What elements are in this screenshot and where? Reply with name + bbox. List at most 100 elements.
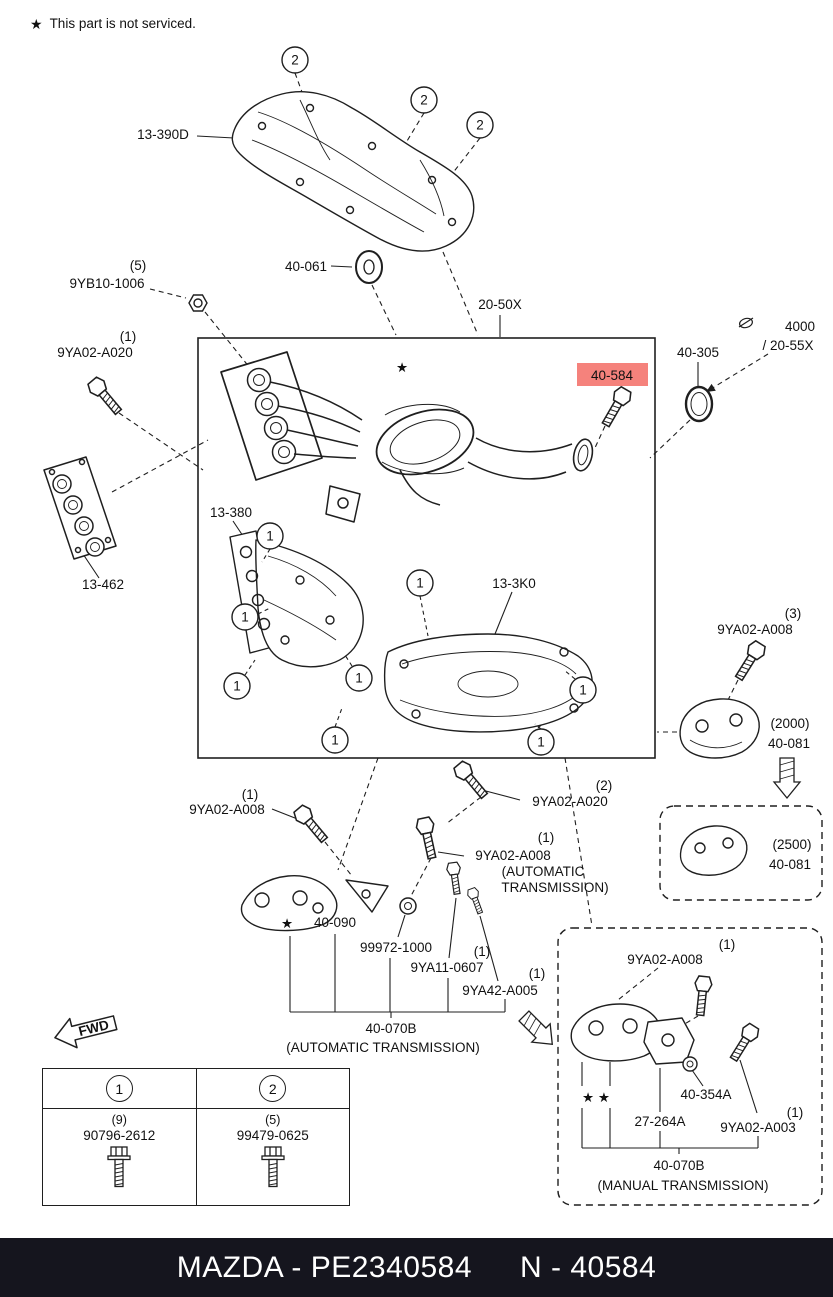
svg-text:2: 2 [476,118,484,133]
nut-9yb10-1006 [188,294,208,312]
not-serviced-star-main: ★ [396,360,408,375]
part-label-9ya02-a008: 9YA02-A008 [627,952,703,967]
bolt-icon [107,1146,131,1188]
part-label-9ya02-a008: 9YA02-A008 [189,802,265,817]
part-label-40-081: 40-081 [769,857,811,872]
bolt-icon [730,638,769,684]
qty-label: (1) [719,937,736,952]
part-label-40-070b-auto: 40-070B [365,1021,416,1036]
bolt-icon [445,861,465,896]
qty-label: (5) [130,258,147,273]
svg-text:2: 2 [291,53,299,68]
exploded-view-diagram: ★ [43,46,823,1206]
part-label-9ya11-0607: 9YA11-0607 [410,960,483,975]
part-label-40-061: 40-061 [285,259,327,274]
fwd-label: FWD [77,1017,111,1039]
qty-label: (2000) [770,716,809,731]
oring-40-305 [684,385,714,423]
part-label-40-070b-manual: 40-070B [653,1158,704,1173]
part-label-20-50x: 20-50X [478,297,522,312]
svg-text:1: 1 [537,735,545,750]
part-label-99972-1000: 99972-1000 [360,940,432,955]
fastener-table-col-2: 2 (5) 99479-0625 [196,1069,350,1205]
part-label-40-090: 40-090 [314,915,356,930]
bolt-icon [725,1021,762,1065]
bracket-40-081-2000 [679,698,760,759]
gasket-13-462 [43,456,117,560]
part-label-9ya02-a020: 9YA02-A020 [57,345,133,360]
footer-bar: MAZDA - PE2340584 N - 40584 [0,1238,833,1297]
option-box-2500 [659,805,823,901]
not-serviced-stars: ★ ★ [582,1090,610,1105]
qty-label: (1) [474,944,491,959]
qty-label: (5) [265,1113,281,1127]
not-serviced-note: ★ This part is not serviced. [30,16,196,31]
highlighted-part-40-584: 40-584 [577,363,648,386]
footer-catalog-code: MAZDA - PE2340584 [176,1250,473,1284]
transfer-arrow-icon [773,757,801,799]
transfer-arrow-icon [514,1006,563,1055]
bracket-40-090 [240,875,389,932]
bolt-icon [597,384,635,430]
qty-label: (2500) [772,837,811,852]
svg-text:1: 1 [579,683,587,698]
bolt-icon [450,758,492,803]
part-label-9yb10-1006: 9YB10-1006 [69,276,144,291]
manifold-converter-assembly [220,351,594,523]
part-label-40-081: 40-081 [768,736,810,751]
qty-label: (2) [596,778,613,793]
part-label-99479-0625: 99479-0625 [236,1128,309,1143]
note-automatic-1: (AUTOMATIC [502,864,585,879]
svg-text:1: 1 [416,576,424,591]
fwd-arrow: FWD [54,1015,118,1049]
qty-label: (1) [787,1105,804,1120]
part-label-9ya02-a003: 9YA02-A003 [720,1120,796,1135]
part-label-13-3k0: 13-3K0 [492,576,536,591]
note-manual-trans: (MANUAL TRANSMISSION) [597,1178,768,1193]
callout [223,46,597,756]
part-label-40-354a: 40-354A [680,1087,731,1102]
svg-text:1: 1 [241,610,249,625]
washer-99972-1000 [399,897,417,915]
table-cell-2: (5) 99479-0625 [197,1109,350,1205]
footer-part-code: N - 40584 [520,1250,657,1284]
note-automatic-2: TRANSMISSION) [501,880,608,895]
heat-shield-top [231,91,475,252]
part-label-9ya42-a005: 9YA42-A005 [462,983,538,998]
not-serviced-star: ★ [281,916,293,931]
part-labels: 13-390D 40-061 (5) 9YB10-1006 (1) 9YA02-… [57,127,815,1193]
qty-label: (1) [120,329,137,344]
callout-2-badge: 2 [259,1075,287,1102]
assembly-box [197,337,656,759]
fastener-table-col-1: 1 (9) 90796-2612 [43,1069,197,1205]
part-label-9ya02-a008: 9YA02-A008 [717,622,793,637]
arrowhead-20-55x [706,383,716,392]
table-header-1: 1 [43,1069,196,1109]
part-label-9ya02-a020: 9YA02-A020 [532,794,608,809]
bolt-icon [691,974,714,1017]
qty-label: (1) [529,966,546,981]
bolt-icon [465,886,486,916]
note-text: This part is not serviced. [49,16,196,31]
svg-text:1: 1 [331,733,339,748]
svg-text:1: 1 [233,679,241,694]
bolt-icon [290,802,332,847]
qty-label: (3) [785,606,802,621]
part-label-13-390d: 13-390D [137,127,189,142]
bolt-icon [84,374,126,419]
heat-shield-13-3k0 [383,633,593,733]
part-label-40-305: 40-305 [677,345,719,360]
dashed-leader-lines [111,72,769,1029]
fastener-table: 1 (9) 90796-2612 [42,1068,350,1206]
svg-text:1: 1 [266,529,274,544]
qty-label: (1) [538,830,555,845]
svg-text:2: 2 [420,93,428,108]
star-icon: ★ [30,15,43,32]
qty-label: (1) [242,787,259,802]
heat-shield-13-380 [229,530,364,668]
callout-circles: 2 2 2 1 1 1 1 1 1 1 1 [223,46,597,756]
clamp-icon [738,317,754,329]
part-label-13-462: 13-462 [82,577,124,592]
manual-option-box [557,927,823,1206]
